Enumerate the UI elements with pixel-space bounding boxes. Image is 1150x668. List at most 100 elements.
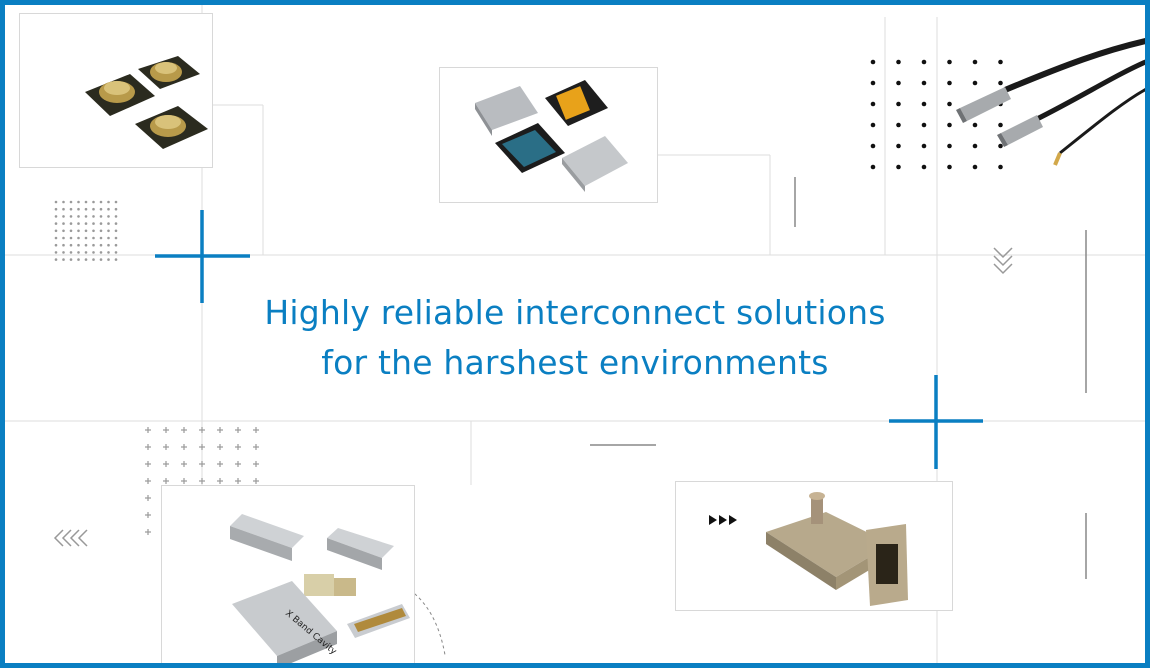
grid-dot	[77, 215, 80, 218]
grid-dot	[870, 101, 876, 107]
grid-dot	[54, 236, 58, 240]
grid-dot	[84, 215, 88, 218]
grid-plus	[145, 478, 151, 484]
grid-dot	[107, 200, 110, 204]
grid-dot	[114, 251, 118, 254]
grid-dot	[62, 229, 65, 233]
smd-attenuator-icon	[475, 80, 628, 192]
product-card-waveguide[interactable]	[675, 481, 953, 611]
grid-dot	[99, 251, 103, 254]
grid-dot	[92, 229, 95, 233]
grid-dot	[69, 258, 73, 261]
grid-dot	[921, 122, 927, 128]
grid-dot	[947, 80, 952, 86]
grid-plus	[181, 444, 187, 450]
coaxial-cable-assembly-icon[interactable]	[5, 5, 1150, 668]
grid-dot	[69, 207, 73, 211]
grid-dot	[107, 236, 110, 240]
grid-dot	[84, 207, 88, 211]
play-arrows-icon	[709, 515, 737, 525]
grid-plus	[217, 478, 223, 484]
waveguide-adapter-icon	[709, 492, 908, 606]
grid-dot	[921, 143, 927, 149]
grid-dot	[69, 229, 73, 233]
chevron-down-icon	[993, 247, 1013, 275]
headline: Highly reliable interconnect solutions f…	[155, 288, 995, 388]
grid-dot	[114, 222, 118, 225]
grid-dot	[84, 222, 88, 225]
grid-dot	[92, 207, 95, 211]
grid-plus	[199, 478, 205, 484]
grid-plus	[253, 427, 259, 433]
grid-dot	[84, 229, 88, 233]
grid-dot	[998, 164, 1003, 170]
grid-dot	[870, 143, 876, 149]
grid-dot	[114, 258, 118, 261]
grid-dot	[947, 59, 952, 65]
grid-dot	[107, 229, 110, 233]
grid-plus	[235, 444, 241, 450]
grid-dot	[921, 59, 927, 65]
grid-dot	[77, 258, 80, 261]
grid-dot	[114, 243, 118, 247]
grid-dot	[54, 207, 58, 211]
grid-dot	[870, 164, 876, 170]
grid-dot	[99, 258, 103, 261]
grid-dot	[99, 207, 103, 211]
grid-dot	[92, 200, 95, 204]
grid-dot	[92, 251, 95, 254]
grid-plus	[253, 478, 259, 484]
grid-dot	[99, 236, 103, 240]
grid-dot	[69, 236, 73, 240]
grid-dot	[896, 80, 901, 86]
grid-plus	[145, 444, 151, 450]
grid-dot	[114, 215, 118, 218]
grid-plus	[181, 478, 187, 484]
grid-dot	[92, 243, 95, 247]
headline-line-2: for the harshest environments	[321, 343, 829, 382]
grid-dot	[921, 164, 927, 170]
grid-dot	[84, 236, 88, 240]
grid-dot	[114, 236, 118, 240]
grid-dot	[92, 236, 95, 240]
grid-dot	[54, 258, 58, 261]
grid-dot	[99, 229, 103, 233]
grid-dot	[62, 236, 65, 240]
grid-dot	[99, 222, 103, 225]
grid-dot	[998, 80, 1003, 86]
grid-dot	[870, 59, 876, 65]
grid-dot	[972, 164, 978, 170]
grid-dot	[84, 200, 88, 204]
product-card-rf-chips[interactable]	[19, 13, 213, 168]
grid-plus	[181, 461, 187, 467]
product-card-cavity-filters[interactable]: X Band Cavity	[161, 485, 415, 663]
headline-line-1: Highly reliable interconnect solutions	[264, 293, 886, 332]
grid-dot	[62, 215, 65, 218]
grid-dot	[947, 122, 952, 128]
grid-dot	[99, 215, 103, 218]
grid-dot	[947, 101, 952, 107]
grid-plus	[181, 427, 187, 433]
grid-plus	[199, 461, 205, 467]
grid-plus	[253, 461, 259, 467]
grid-plus	[145, 495, 151, 501]
grid-dot	[99, 200, 103, 204]
grid-dot	[54, 243, 58, 247]
chevron-left-icon	[53, 529, 88, 547]
grid-dot	[107, 222, 110, 225]
grid-dot	[896, 101, 901, 107]
grid-plus	[163, 444, 169, 450]
rf-chip-icon	[85, 56, 208, 149]
cavity-filter-icon: X Band Cavity	[230, 514, 410, 663]
product-card-smd-attenuators[interactable]	[439, 67, 658, 203]
grid-dot	[99, 243, 103, 247]
grid-dot	[92, 215, 95, 218]
grid-dot	[107, 251, 110, 254]
grid-plus	[145, 512, 151, 518]
dot-grid-top-right	[870, 59, 1003, 170]
grid-plus	[145, 461, 151, 467]
grid-plus	[235, 478, 241, 484]
grid-dot	[77, 200, 80, 204]
grid-dot	[998, 122, 1003, 128]
